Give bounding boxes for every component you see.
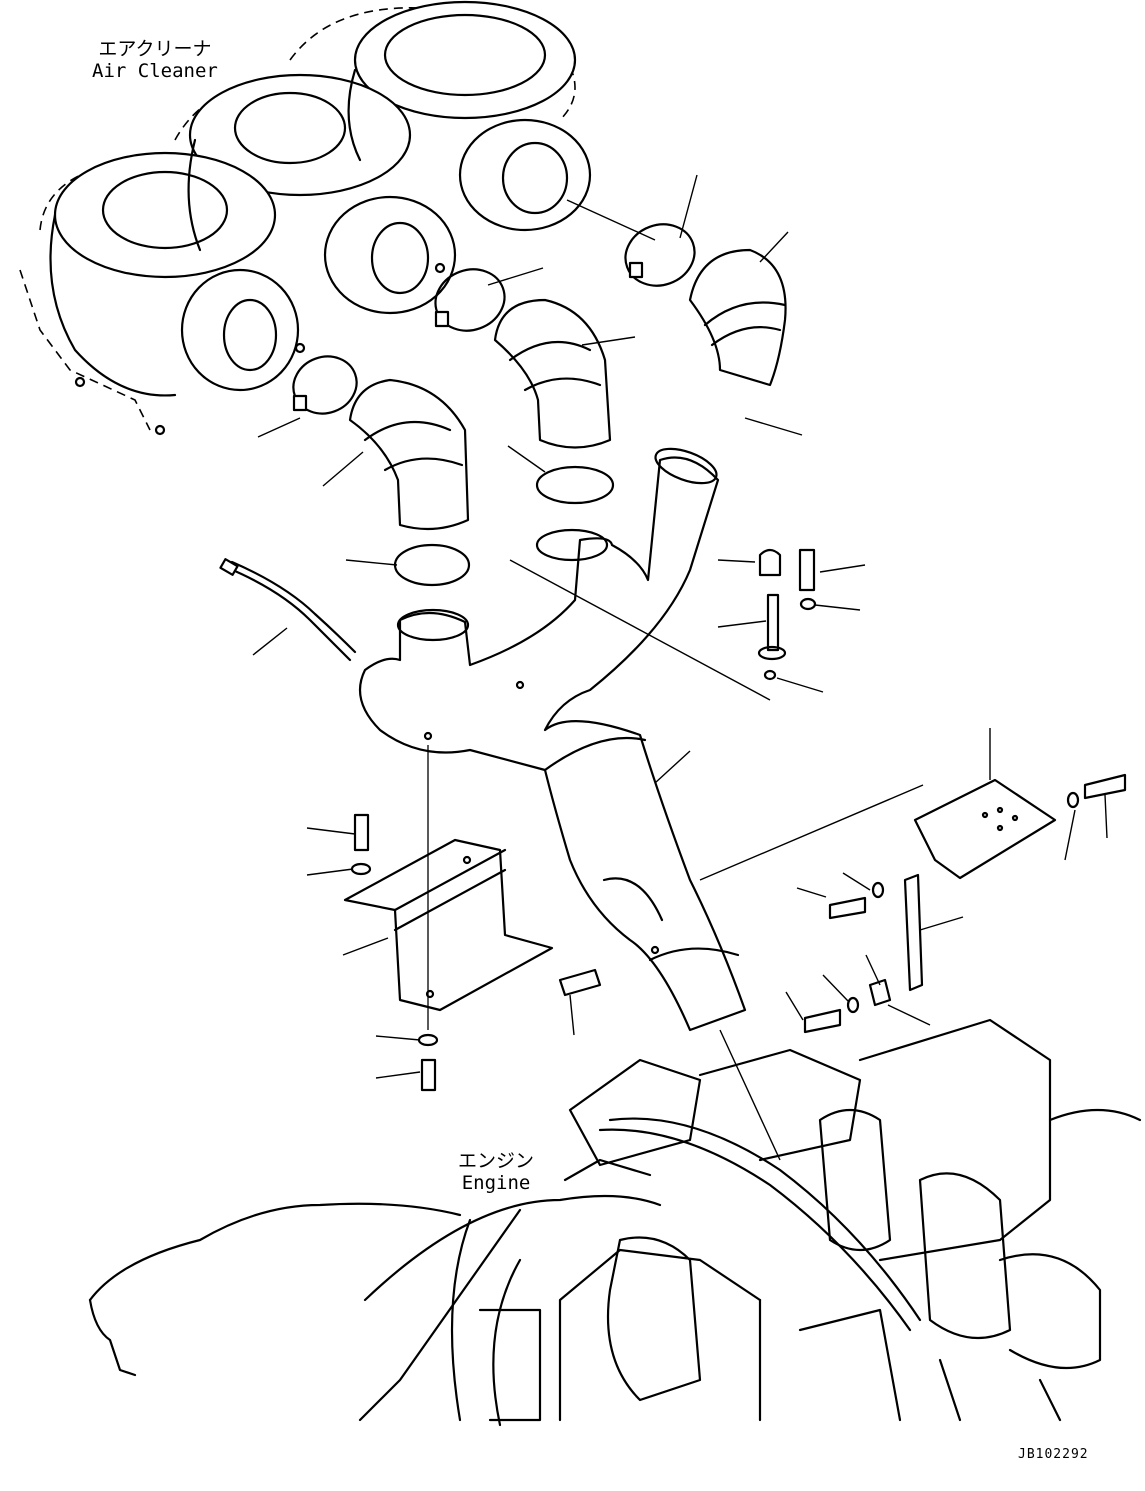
engine-assembly [88, 1018, 1142, 1427]
engine-label-en: Engine [461, 1172, 531, 1194]
plate-and-stay [803, 773, 1127, 1034]
small-fittings [558, 548, 817, 997]
elbow-hoses [348, 248, 787, 531]
drawing-code: JB102292 [1018, 1447, 1089, 1462]
callout-leaders [252, 174, 1108, 1161]
air-cleaner-assembly [19, 0, 592, 436]
hose-clamps [292, 223, 696, 587]
air-cleaner-label-jp: エアクリーナ [98, 38, 212, 60]
air-cleaner-label: エアクリーナ Air Cleaner [92, 38, 218, 82]
sensor-harness [219, 558, 357, 662]
engine-label-jp: エンジン [458, 1150, 535, 1172]
air-cleaner-label-en: Air Cleaner [92, 60, 218, 82]
intake-duct [358, 447, 747, 1032]
engine-label: エンジン Engine [458, 1150, 534, 1194]
duct-support-bracket [343, 745, 554, 1092]
